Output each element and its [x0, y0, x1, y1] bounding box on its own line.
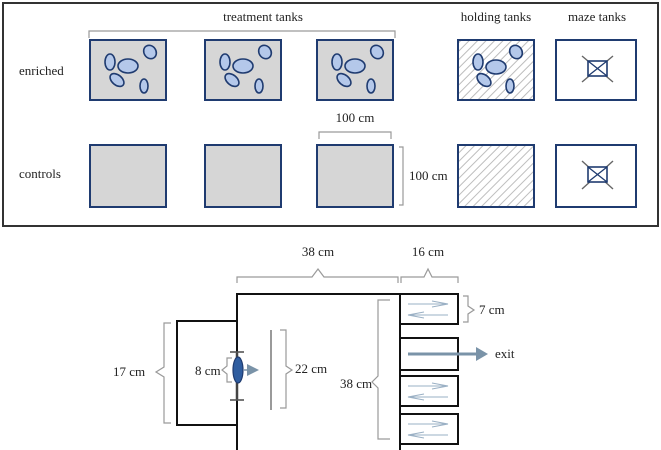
start-height-label: 17 cm	[113, 364, 145, 379]
controls-row-label: controls	[19, 166, 61, 181]
tank-height-label: 100 cm	[409, 168, 448, 183]
enriched-maze-tank	[555, 39, 637, 101]
lane-4	[399, 413, 459, 445]
holding-tanks-label: holding tanks	[461, 9, 531, 24]
main-height-brace	[371, 299, 390, 440]
control-maze-tank	[555, 144, 637, 208]
lane-height-brace	[463, 295, 476, 323]
door-brace	[221, 357, 232, 383]
main-width-label: 38 cm	[302, 244, 334, 259]
treatment-brace	[88, 30, 396, 38]
exit-label: exit	[495, 346, 515, 361]
tank-height-brace	[399, 146, 404, 206]
fish-icon	[232, 356, 244, 384]
control-tank-2	[204, 144, 282, 208]
lane-3	[399, 375, 459, 407]
lane-width-brace	[400, 267, 459, 283]
enriched-holding-tank	[457, 39, 535, 101]
tank-width-label: 100 cm	[336, 110, 375, 125]
enriched-tank-1	[89, 39, 167, 101]
control-tank-1	[89, 144, 167, 208]
enriched-tank-3	[316, 39, 394, 101]
barrier-brace	[280, 329, 294, 409]
control-holding-tank	[457, 144, 535, 208]
main-width-brace	[236, 268, 399, 283]
door-label: 8 cm	[195, 363, 221, 378]
lane-height-label: 7 cm	[479, 302, 505, 317]
start-height-brace	[154, 322, 171, 424]
control-tank-3	[316, 144, 394, 208]
enriched-row-label: enriched	[19, 63, 64, 78]
enriched-tank-2	[204, 39, 282, 101]
treatment-tanks-label: treatment tanks	[223, 9, 303, 24]
lane-1	[399, 293, 459, 325]
main-height-label: 38 cm	[340, 376, 372, 391]
tank-width-brace	[318, 131, 392, 139]
lane-width-label: 16 cm	[412, 244, 444, 259]
barrier-label: 22 cm	[295, 361, 327, 376]
exit-arrow-icon	[476, 347, 488, 361]
maze-tanks-label: maze tanks	[568, 9, 626, 24]
